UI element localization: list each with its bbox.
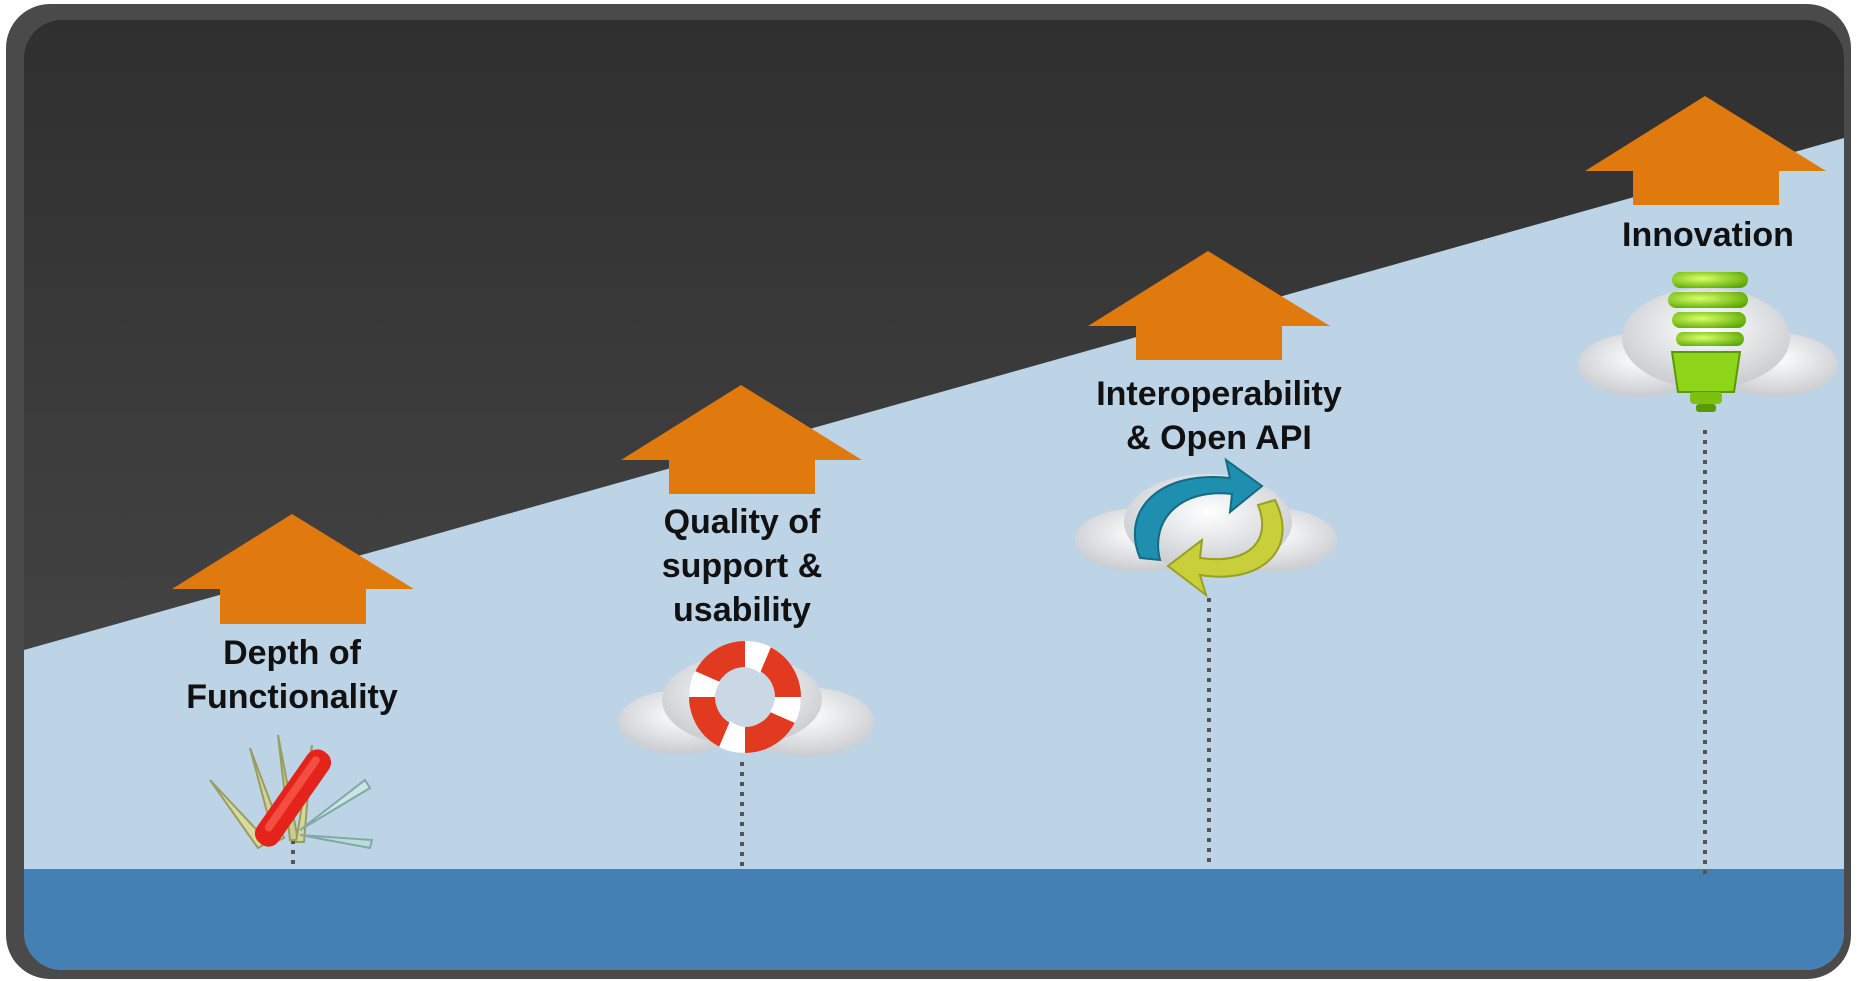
up-arrow-2 <box>621 385 862 494</box>
ground-band <box>24 869 1844 970</box>
up-arrow-3 <box>1088 251 1330 360</box>
up-arrow-1 <box>172 514 414 624</box>
stage-label-quality-of-support: Quality of support & usability <box>661 503 823 629</box>
stage-label-innovation: Innovation <box>1622 216 1794 254</box>
circular-arrows-icon <box>1075 457 1337 598</box>
rising-slope-area <box>24 138 1844 970</box>
stage-label-interoperability: Interoperability & Open API <box>1096 375 1342 457</box>
swiss-army-knife-icon <box>209 734 374 850</box>
life-buoy-icon <box>618 640 874 757</box>
up-arrow-4 <box>1585 96 1826 205</box>
light-bulb-icon <box>1578 272 1838 412</box>
stage-label-depth-of-functionality: Depth of Functionality <box>186 634 398 716</box>
